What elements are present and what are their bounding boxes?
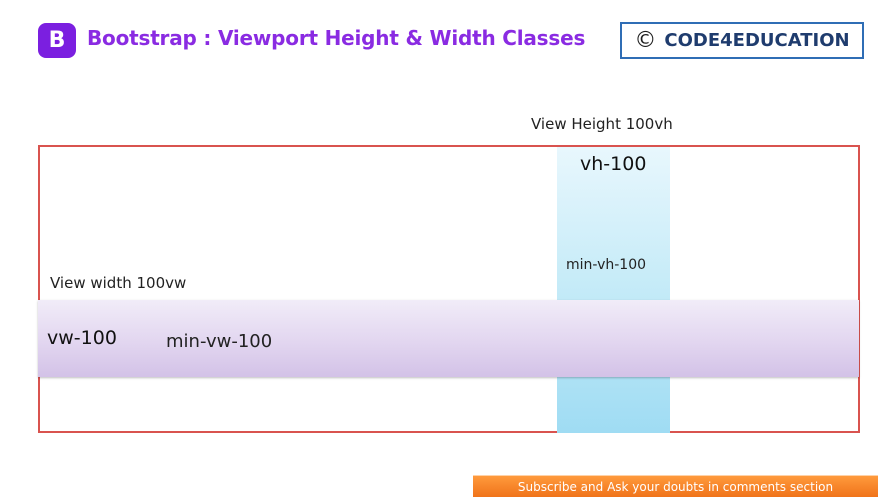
viewport-outline (38, 145, 860, 433)
vw-label: vw-100 (47, 327, 117, 349)
vw-band (38, 300, 859, 377)
vh-label: vh-100 (580, 153, 647, 175)
vw-caption: View width 100vw (50, 274, 187, 292)
brand-box: © CODE4EDUCATION (620, 22, 864, 59)
subscribe-banner: Subscribe and Ask your doubts in comment… (473, 475, 878, 497)
page-title: Bootstrap : Viewport Height & Width Clas… (87, 26, 586, 50)
bootstrap-logo-icon: B (38, 23, 76, 58)
vh-caption: View Height 100vh (531, 115, 673, 133)
min-vw-label: min-vw-100 (166, 331, 273, 352)
copyright-icon: © (634, 28, 657, 53)
min-vh-label: min-vh-100 (566, 257, 647, 273)
brand-name: CODE4EDUCATION (664, 30, 850, 51)
vh-column (557, 147, 670, 433)
